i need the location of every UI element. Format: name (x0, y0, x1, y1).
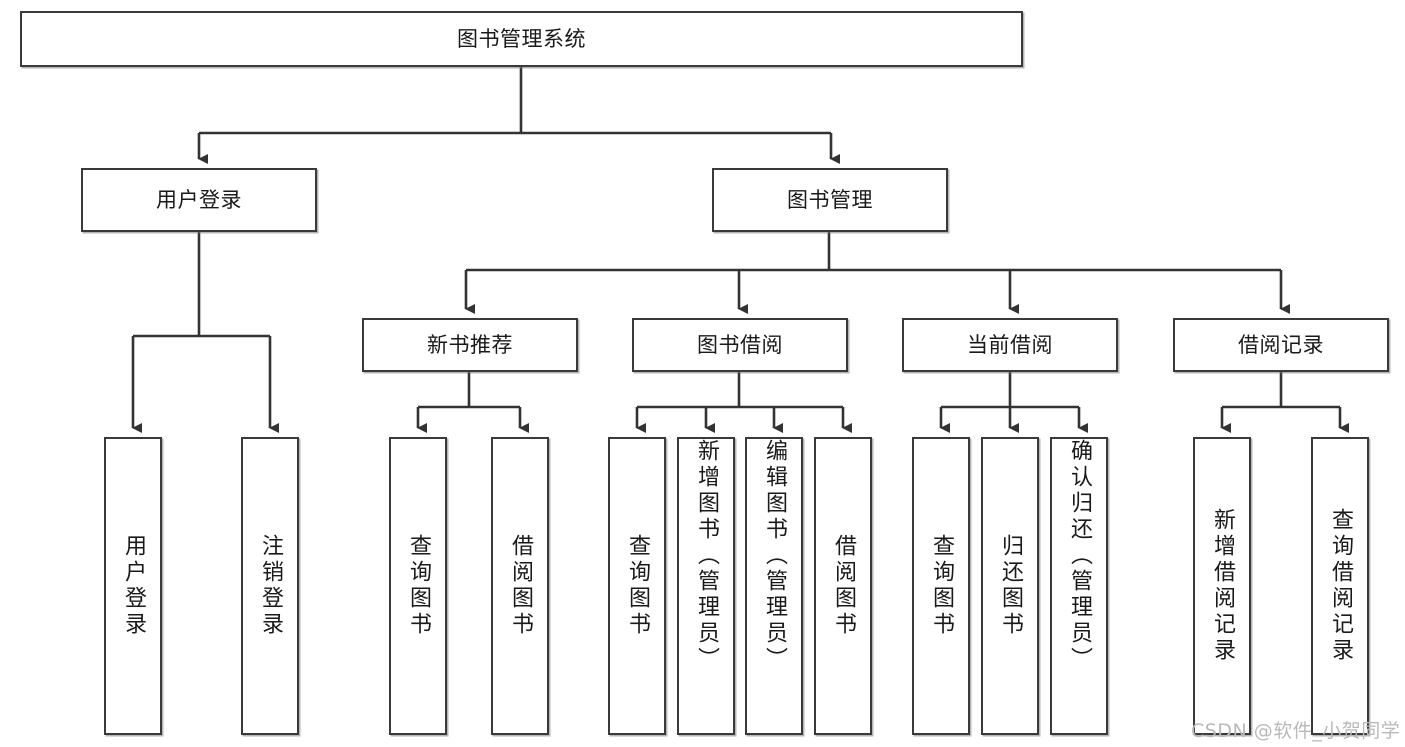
node-book-borrow[interactable]: 图书借阅 (632, 318, 848, 372)
leaf-borrow-add-book-admin[interactable]: 新增图书（管理员） (677, 437, 735, 735)
leaf-borrow-edit-book-admin[interactable]: 编辑图书（管理员） (745, 437, 803, 735)
csdn-watermark: CSDN @软件_小贺同学 (1191, 720, 1401, 742)
node-label: 借阅图书 (830, 534, 856, 638)
leaf-recommend-query-book[interactable]: 查询图书 (389, 437, 447, 735)
node-book-management[interactable]: 图书管理 (712, 168, 948, 232)
node-label: 新书推荐 (427, 332, 513, 357)
node-label: 查询借阅记录 (1327, 508, 1353, 664)
node-label: 借阅记录 (1238, 332, 1324, 357)
node-label: 新增借阅记录 (1209, 508, 1235, 664)
leaf-record-query-record[interactable]: 查询借阅记录 (1311, 437, 1369, 735)
leaf-borrow-query-book[interactable]: 查询图书 (608, 437, 666, 735)
node-label: 图书借阅 (697, 332, 783, 357)
node-label: 确认归还（管理员） (1066, 439, 1092, 673)
node-root-system[interactable]: 图书管理系统 (20, 11, 1023, 67)
node-label: 图书管理系统 (457, 26, 586, 51)
node-label: 编辑图书（管理员） (761, 439, 787, 673)
node-user-login[interactable]: 用户登录 (81, 168, 317, 232)
node-label: 用户登录 (120, 534, 146, 638)
node-label: 归还图书 (997, 534, 1023, 638)
node-label: 新增图书（管理员） (693, 439, 719, 673)
node-new-book-recommend[interactable]: 新书推荐 (362, 318, 578, 372)
leaf-current-confirm-return-admin[interactable]: 确认归还（管理员） (1050, 437, 1108, 735)
leaf-current-query-book[interactable]: 查询图书 (912, 437, 970, 735)
node-label: 当前借阅 (967, 332, 1053, 357)
node-label: 查询图书 (624, 534, 650, 638)
leaf-current-return-book[interactable]: 归还图书 (981, 437, 1039, 735)
node-label: 注销登录 (257, 534, 283, 638)
leaf-user-login-login[interactable]: 用户登录 (104, 437, 162, 735)
node-current-borrow[interactable]: 当前借阅 (902, 318, 1118, 372)
node-label: 查询图书 (405, 534, 431, 638)
leaf-record-add-record[interactable]: 新增借阅记录 (1193, 437, 1251, 735)
node-label: 借阅图书 (507, 534, 533, 638)
node-borrow-record[interactable]: 借阅记录 (1173, 318, 1389, 372)
node-label: 图书管理 (787, 187, 873, 212)
leaf-recommend-borrow-book[interactable]: 借阅图书 (491, 437, 549, 735)
leaf-user-login-logout[interactable]: 注销登录 (241, 437, 299, 735)
node-label: 用户登录 (156, 187, 242, 212)
leaf-borrow-borrow-book[interactable]: 借阅图书 (814, 437, 872, 735)
node-label: 查询图书 (928, 534, 954, 638)
